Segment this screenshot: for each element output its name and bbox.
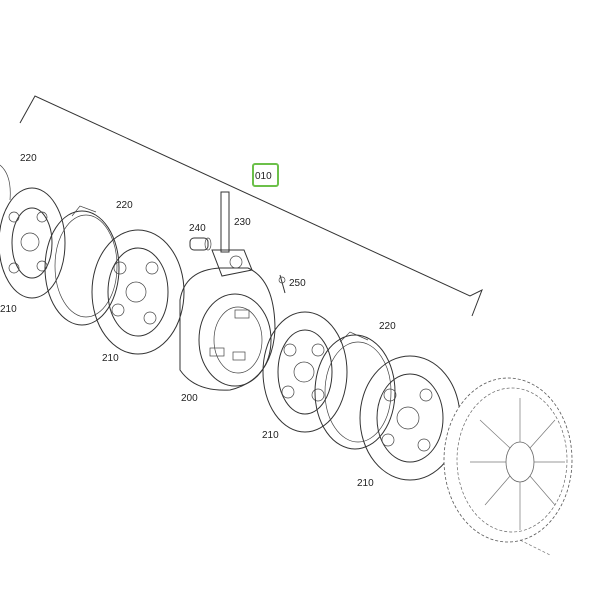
- friction-disc-210-left: [91, 229, 185, 355]
- friction-disc-210-center: [262, 311, 348, 433]
- label-200: 200: [181, 393, 198, 404]
- separator-plate-right: [314, 331, 396, 450]
- label-240: 240: [189, 223, 206, 234]
- partial-disc-far-left: [0, 164, 11, 201]
- label-220-left: 220: [20, 153, 37, 164]
- label-210-center: 210: [262, 430, 279, 441]
- brake-housing-200: [179, 267, 276, 391]
- pin-250: [278, 274, 286, 294]
- actuator-shaft-230: [211, 191, 253, 277]
- brake-drum-hub: [443, 377, 573, 556]
- bushing-240: [189, 237, 212, 251]
- group-label[interactable]: 010: [255, 171, 272, 182]
- label-230: 230: [234, 217, 251, 228]
- separator-plate-left: [44, 205, 120, 326]
- label-250: 250: [289, 278, 306, 289]
- group-label-highlight[interactable]: [252, 163, 279, 187]
- friction-disc-left: [0, 187, 66, 299]
- label-210-right: 210: [357, 478, 374, 489]
- assembly-bracket: [19, 95, 483, 317]
- label-220-right: 220: [379, 321, 396, 332]
- label-210-far-left: 210: [0, 304, 17, 315]
- label-220-mid: 220: [116, 200, 133, 211]
- label-210-left: 210: [102, 353, 119, 364]
